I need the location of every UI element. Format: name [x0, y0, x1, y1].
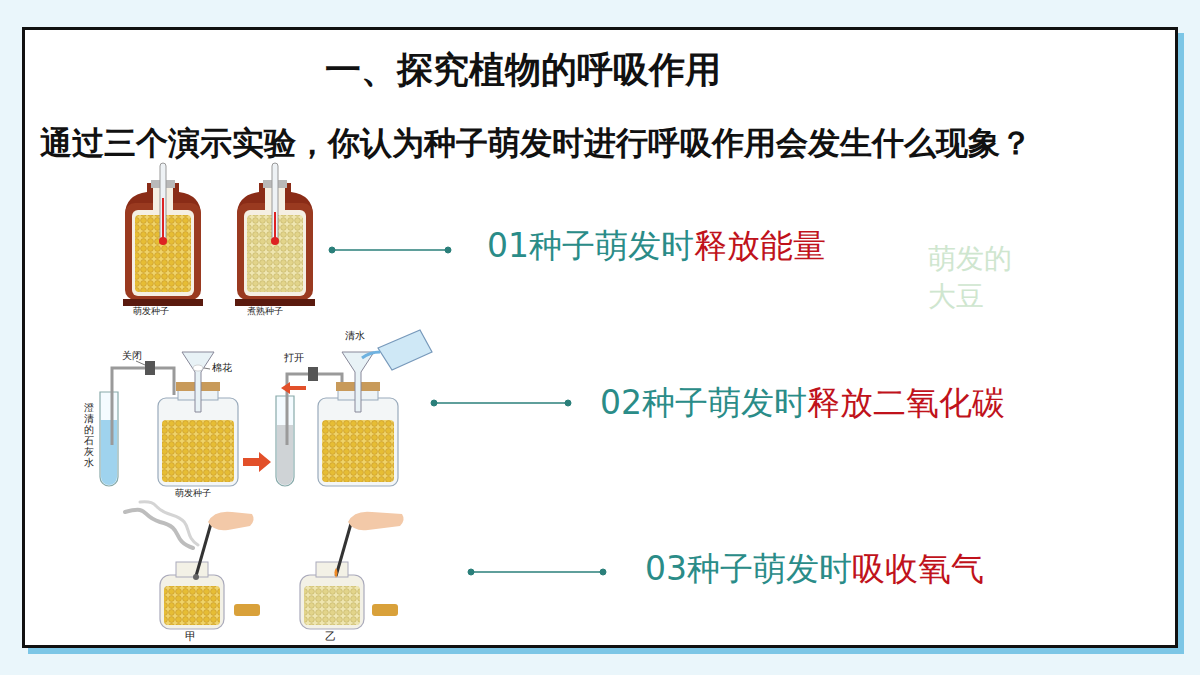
- jar-yi: [300, 512, 404, 629]
- slide-title: 一、探究植物的呼吸作用: [325, 48, 721, 91]
- thermos-flask: [235, 163, 315, 306]
- thermos-flask: [123, 299, 203, 306]
- thermos-flask: [274, 212, 276, 238]
- leader-line: [431, 400, 437, 406]
- co2-apparatus-closed: [100, 352, 238, 486]
- leader-line: [565, 400, 571, 406]
- jar-yi: [348, 512, 404, 531]
- conclusion-text: 03种子萌发时: [645, 549, 852, 589]
- figure-caption: 乙: [325, 630, 336, 643]
- process-arrow: [243, 452, 271, 472]
- jar-yi: [304, 586, 360, 625]
- jar-yi: [335, 568, 338, 578]
- jar-yi: [300, 575, 364, 629]
- slide-panel: [22, 27, 1178, 648]
- conclusion-text: 01种子萌发时: [487, 226, 694, 266]
- jar-jia: [125, 510, 193, 548]
- conclusion-text: 02种子萌发时: [600, 383, 807, 423]
- thermos-flask: [159, 237, 167, 245]
- jar-jia: [164, 586, 220, 625]
- co2-apparatus-open: [378, 330, 432, 370]
- figure-caption: 萌发种子: [175, 488, 211, 499]
- figure-caption: 甲: [185, 630, 196, 643]
- co2-apparatus-closed: [162, 420, 234, 482]
- co2-apparatus-open: [308, 367, 318, 381]
- thermos-flask: [235, 299, 315, 306]
- co2-apparatus-closed: [101, 420, 117, 485]
- figure-caption: 煮熟种子: [247, 306, 283, 317]
- thermos-flask: [272, 163, 278, 243]
- conclusion-keyword: 吸收氧气: [852, 549, 984, 589]
- leader-line: [329, 247, 335, 253]
- co2-apparatus-open: [342, 352, 374, 412]
- co2-apparatus-open: [281, 382, 306, 394]
- thermos-flask: [237, 203, 313, 300]
- conclusion-keyword: 释放二氧化碳: [807, 383, 1005, 423]
- co2-apparatus-open: [362, 352, 380, 358]
- leader-line: [431, 400, 571, 406]
- conclusion-keyword: 释放能量: [694, 226, 826, 266]
- jar-jia: [196, 520, 212, 576]
- figure-caption: 萌发种子: [133, 306, 169, 317]
- part-label: 澄清的石灰水: [84, 402, 94, 468]
- jar-yi: [316, 562, 348, 577]
- part-label: 棉花: [212, 362, 232, 374]
- co2-apparatus-open: [276, 396, 294, 486]
- jar-yi: [372, 604, 398, 616]
- jar-jia: [234, 604, 260, 616]
- co2-apparatus-closed: [193, 365, 203, 371]
- jar-jia: [176, 562, 208, 577]
- jar-jia: [125, 502, 260, 629]
- leader-line: [471, 571, 603, 573]
- leader-line: [468, 569, 606, 575]
- jar-jia: [160, 575, 224, 629]
- part-label: 打开: [284, 352, 304, 364]
- co2-apparatus-closed: [145, 361, 155, 375]
- thermos-flask: [160, 163, 166, 243]
- leader-line: [600, 569, 606, 575]
- question-text: 通过三个演示实验，你认为种子萌发时进行呼吸作用会发生什么现象？: [40, 124, 1032, 162]
- thermos-flask: [271, 237, 279, 245]
- co2-apparatus-closed: [182, 352, 214, 412]
- jar-jia: [208, 512, 254, 531]
- part-label: 清水: [345, 330, 365, 342]
- leader-line: [445, 247, 451, 253]
- process-arrow: [243, 452, 271, 472]
- faded-note: 大豆: [928, 280, 984, 314]
- jar-jia: [193, 574, 199, 580]
- thermos-flask: [162, 198, 164, 238]
- jar-yi: [336, 520, 352, 576]
- faded-note: 萌发的: [928, 242, 1012, 276]
- jar-jia: [140, 502, 198, 545]
- thermos-flask: [123, 163, 203, 306]
- co2-apparatus-closed: [100, 392, 118, 486]
- co2-apparatus-closed: [204, 368, 210, 369]
- leader-line: [332, 249, 448, 251]
- co2-apparatus-open: [322, 420, 394, 482]
- part-label: 关闭: [122, 350, 142, 362]
- co2-apparatus-open: [276, 330, 432, 486]
- co2-apparatus-closed: [136, 361, 145, 365]
- leader-line: [329, 247, 451, 253]
- leader-line: [434, 402, 568, 404]
- thermos-flask: [244, 210, 306, 296]
- co2-apparatus-open: [277, 425, 293, 485]
- leader-line: [468, 569, 474, 575]
